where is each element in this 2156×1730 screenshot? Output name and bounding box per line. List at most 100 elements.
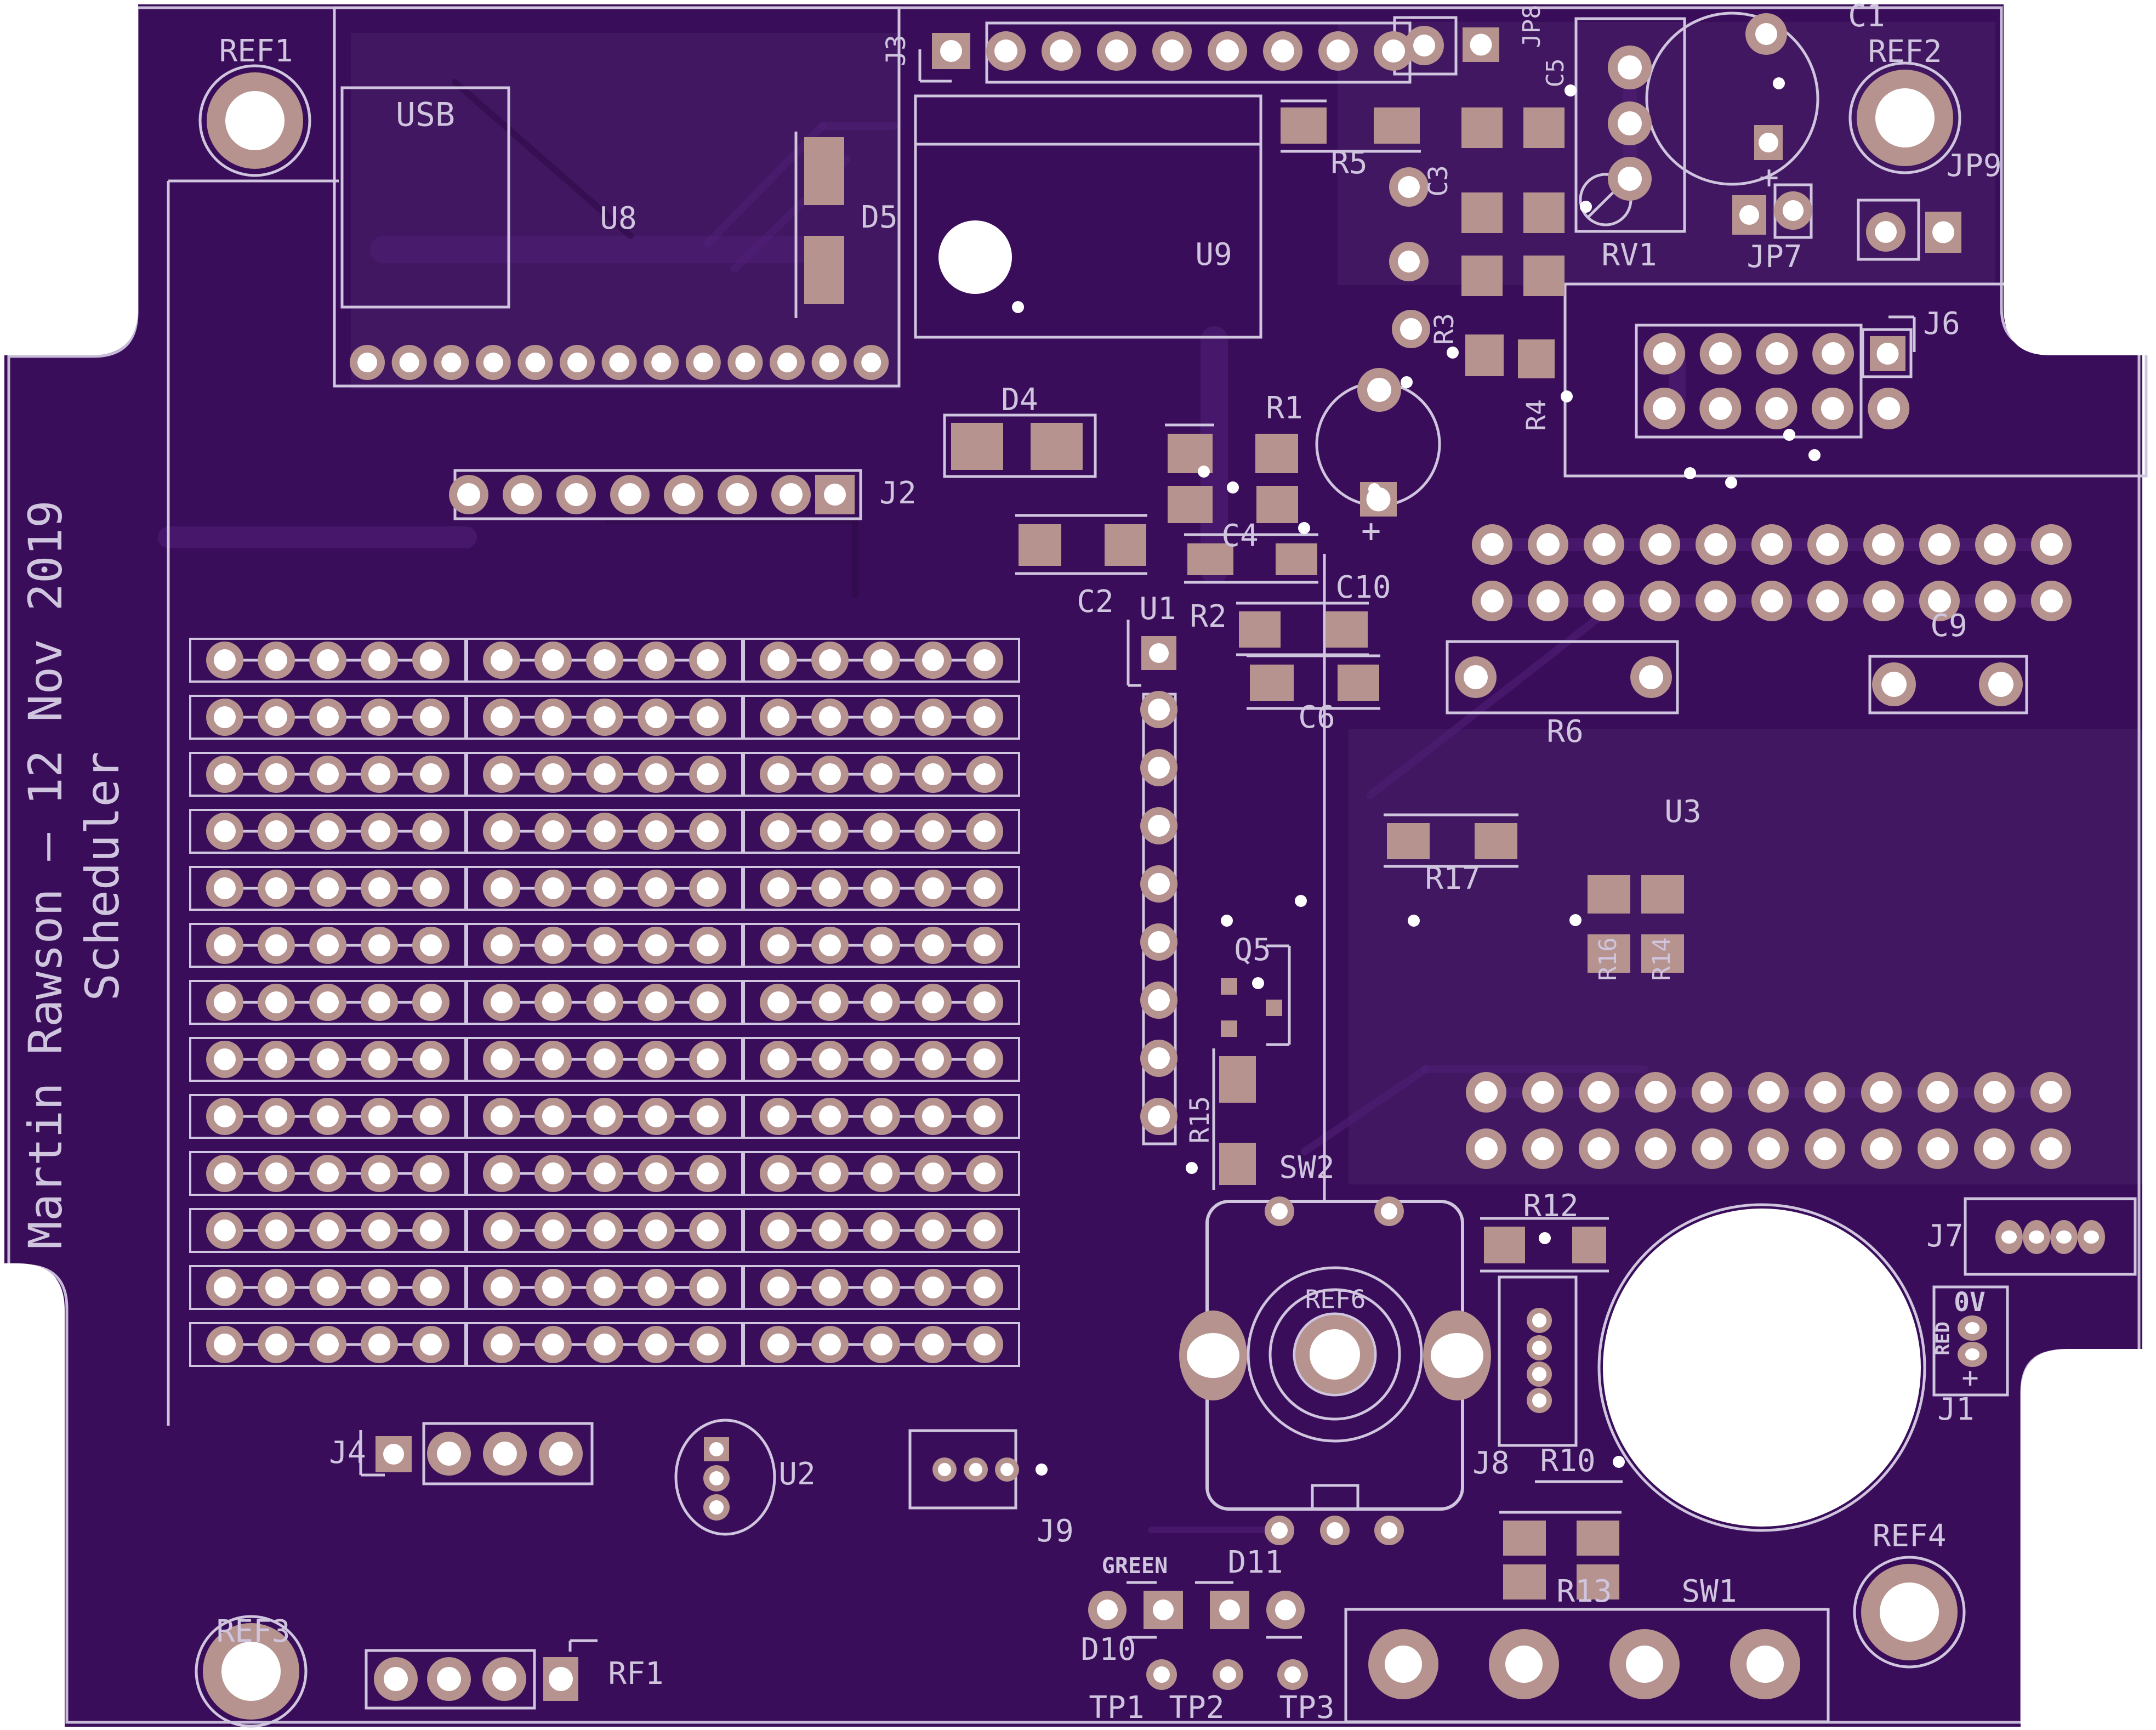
- silk-label-r4: R4: [1521, 399, 1552, 431]
- header-pad-hole: [565, 483, 588, 506]
- proto-pad-hole: [265, 991, 287, 1013]
- proto-pad-hole: [420, 1162, 442, 1184]
- pad-square: [1461, 192, 1503, 233]
- proto-pad-hole: [594, 763, 616, 785]
- header-pad-hole: [1872, 533, 1895, 556]
- proto-pad-hole: [368, 934, 390, 956]
- proto-grid-cell: [743, 1094, 1020, 1139]
- pad-square: [1374, 107, 1420, 144]
- silk-label-ref3: REF3: [217, 1614, 291, 1649]
- proto-pad-hole: [368, 1277, 390, 1298]
- silkscreen-circle: [1268, 1288, 1401, 1421]
- pad-square: [1461, 107, 1503, 148]
- proto-pad-hole: [974, 1334, 995, 1355]
- proto-pad-hole: [491, 1334, 513, 1355]
- proto-grid-cell: [466, 980, 743, 1025]
- pad-square: [1387, 823, 1430, 859]
- pad-hole: [709, 1500, 724, 1515]
- proto-pad-hole: [542, 934, 564, 956]
- proto-grid-cell: [189, 1037, 467, 1082]
- pad-hole: [1284, 1666, 1301, 1683]
- pad-hole: [1532, 1367, 1546, 1381]
- silk-label-rf1: RF1: [608, 1656, 663, 1692]
- silk-label-d11: D11: [1227, 1545, 1283, 1580]
- silk-label-tp3: TP3: [1279, 1690, 1334, 1726]
- pad-hole: [1153, 1599, 1174, 1620]
- proto-pad-hole: [819, 1162, 841, 1184]
- header-pad-hole: [609, 353, 629, 372]
- header-pad-hole: [1475, 1137, 1498, 1160]
- silk-label-tp2: TP2: [1169, 1690, 1224, 1726]
- header-pad-hole: [1984, 589, 2007, 612]
- proto-pad-hole: [368, 1219, 390, 1241]
- via: [1298, 522, 1310, 534]
- silk-label-d4: D4: [1001, 382, 1038, 418]
- header-pad-hole: [1216, 39, 1239, 63]
- proto-pad-hole: [767, 763, 789, 785]
- proto-pad-hole: [542, 1105, 564, 1127]
- pad-hole: [1505, 1646, 1543, 1683]
- proto-pad-hole: [420, 820, 442, 842]
- silkscreen-notch: [1311, 1484, 1359, 1511]
- silk-label-red: RED: [1932, 1321, 1954, 1355]
- proto-pad-hole: [594, 820, 616, 842]
- via: [1368, 483, 1380, 495]
- proto-pad-hole: [819, 649, 841, 671]
- pad-hole: [1875, 221, 1897, 243]
- pad-hole: [384, 1667, 408, 1691]
- silkscreen-outline: [1446, 640, 1679, 714]
- proto-pad-hole: [420, 1105, 442, 1127]
- header-pad-hole: [1653, 342, 1676, 365]
- proto-pad-hole: [697, 1105, 719, 1127]
- proto-pad-hole: [420, 934, 442, 956]
- proto-pad-hole: [542, 820, 564, 842]
- silkscreen-outline: [1868, 655, 2028, 714]
- header-pad-hole: [1105, 39, 1128, 63]
- proto-pad-hole: [697, 1162, 719, 1184]
- proto-pad-hole: [697, 649, 719, 671]
- silk-label-r17: R17: [1425, 861, 1480, 897]
- mount-hole-silkscreen: [1848, 61, 1961, 174]
- via: [1565, 84, 1577, 97]
- proto-pad-hole: [317, 877, 339, 899]
- silk-label-r1: R1: [1266, 390, 1302, 426]
- proto-pad-hole: [974, 991, 995, 1013]
- proto-grid-cell: [466, 1151, 743, 1196]
- header-pad-hole: [1537, 589, 1560, 612]
- proto-pad-hole: [819, 1048, 841, 1070]
- pad-hole: [383, 1444, 404, 1465]
- header-pad-hole: [357, 353, 377, 372]
- pad-square: [1255, 434, 1298, 473]
- proto-pad-hole: [974, 706, 995, 728]
- proto-pad-hole: [214, 877, 236, 899]
- proto-pad-hole: [491, 1048, 513, 1070]
- header-pad-hole: [1870, 1137, 1893, 1160]
- pad-hole: [1876, 343, 1899, 365]
- pad-square: [1219, 1056, 1256, 1103]
- proto-pad-hole: [317, 1334, 339, 1355]
- mount-hole: [221, 1642, 281, 1701]
- header-pad-hole: [1648, 533, 1671, 556]
- pad-hole: [1988, 672, 2013, 697]
- proto-pad-hole: [819, 1105, 841, 1127]
- header-pad-hole: [1700, 1081, 1723, 1104]
- header-pad-hole: [1765, 397, 1788, 420]
- pad-hole: [1153, 1666, 1170, 1683]
- silk-label-j3: J3: [881, 35, 912, 66]
- proto-pad-hole: [265, 649, 287, 671]
- proto-grid-cell: [189, 752, 467, 797]
- header-pad-hole: [1926, 1081, 1949, 1104]
- proto-pad-hole: [594, 706, 616, 728]
- proto-grid-cell: [743, 752, 1020, 797]
- proto-pad-hole: [697, 877, 719, 899]
- silk-label-ref2: REF2: [1868, 34, 1942, 70]
- pad-hole: [493, 1442, 517, 1466]
- pad-square: [1484, 1227, 1525, 1263]
- proto-pad-hole: [767, 1277, 789, 1298]
- proto-pad-hole: [491, 649, 513, 671]
- proto-pad-hole: [767, 991, 789, 1013]
- silkscreen-outline: [1498, 1275, 1578, 1447]
- via: [1198, 466, 1210, 478]
- header-pad-hole: [1148, 757, 1170, 779]
